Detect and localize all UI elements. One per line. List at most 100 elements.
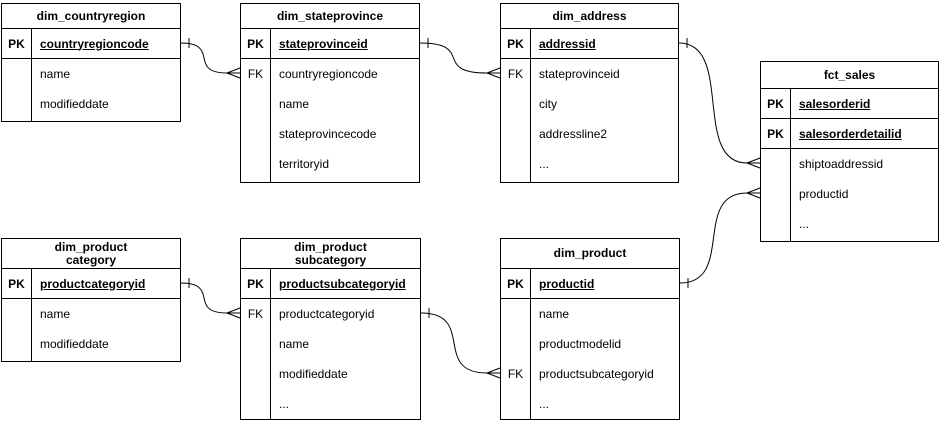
table-row: PK countryregioncode xyxy=(2,29,180,59)
primary-key-badge: PK xyxy=(501,29,531,58)
key-column-cell xyxy=(761,209,791,239)
relation-dim_address-fct_sales xyxy=(678,38,761,169)
primary-key-badge: PK xyxy=(501,269,531,298)
key-column-cell xyxy=(241,359,271,389)
key-column-cell xyxy=(501,329,531,359)
entity-title: dim_product xyxy=(501,239,679,269)
table-body-filler xyxy=(761,239,938,241)
column-name: name xyxy=(279,97,310,111)
column-name: stateprovincecode xyxy=(279,127,377,141)
entity-title: dim_product subcategory xyxy=(241,239,420,269)
foreign-key-badge: FK xyxy=(501,359,531,389)
column-name: productcategoryid xyxy=(279,307,375,321)
primary-key-badge: PK xyxy=(2,29,32,58)
column-name: productsubcategoryid xyxy=(539,367,654,381)
entity-title: dim_product category xyxy=(2,239,180,269)
crow-foot-icon xyxy=(746,157,761,169)
table-body-filler xyxy=(501,179,678,182)
column-name: addressline2 xyxy=(539,127,608,141)
key-column-cell xyxy=(2,59,32,89)
foreign-key-badge: FK xyxy=(241,299,271,329)
crow-foot-icon xyxy=(226,67,241,79)
table-row: ... xyxy=(501,149,678,179)
relation-dim_productsubcategory-dim_product xyxy=(420,308,501,379)
table-body-filler xyxy=(2,359,180,361)
table-row: FK productsubcategoryid xyxy=(501,359,679,389)
relation-dim_product-fct_sales xyxy=(679,187,761,288)
column-name: productsubcategoryid xyxy=(279,276,406,291)
relation-curve xyxy=(679,192,748,284)
foreign-key-badge: FK xyxy=(241,59,271,89)
key-column-cell xyxy=(2,299,32,329)
column-name: ... xyxy=(279,397,290,411)
crow-foot-icon xyxy=(226,307,241,319)
table-row: FK productcategoryid xyxy=(241,299,420,329)
table-row: productmodelid xyxy=(501,329,679,359)
key-column-cell xyxy=(761,149,791,179)
primary-key-badge: PK xyxy=(761,119,791,148)
key-column-cell xyxy=(501,299,531,329)
column-name: name xyxy=(40,307,71,321)
key-column-cell xyxy=(241,389,271,419)
key-column-cell xyxy=(2,329,32,359)
entity-title: dim_address xyxy=(501,4,678,29)
column-name: productid xyxy=(799,187,849,201)
table-row: name xyxy=(501,299,679,329)
crow-foot-icon xyxy=(486,367,501,379)
column-name: name xyxy=(40,67,71,81)
table-row: addressline2 xyxy=(501,119,678,149)
column-name: city xyxy=(539,97,557,111)
column-name: ... xyxy=(799,217,810,231)
column-name: countryregioncode xyxy=(40,36,149,51)
table-row: name xyxy=(2,299,180,329)
column-name: ... xyxy=(539,157,550,171)
key-column-cell xyxy=(241,329,271,359)
key-column-cell xyxy=(501,119,531,149)
relation-curve xyxy=(420,312,488,374)
relation-curve xyxy=(180,282,228,314)
column-name: modifieddate xyxy=(40,337,109,351)
table-row: modifieddate xyxy=(2,89,180,119)
relation-curve xyxy=(180,42,228,74)
table-row: PK productsubcategoryid xyxy=(241,269,420,299)
key-column-cell xyxy=(501,389,531,419)
entity-title: fct_sales xyxy=(761,62,938,89)
primary-key-badge: PK xyxy=(241,269,271,298)
key-column-cell xyxy=(241,149,271,179)
table-row: name xyxy=(241,329,420,359)
key-column-cell xyxy=(241,89,271,119)
primary-key-badge: PK xyxy=(761,89,791,118)
column-name: name xyxy=(279,337,310,351)
column-name: productcategoryid xyxy=(40,276,146,291)
key-column-cell xyxy=(501,89,531,119)
key-column-cell xyxy=(2,89,32,119)
column-name: modifieddate xyxy=(40,97,109,111)
table-row: productid xyxy=(761,179,938,209)
relation-curve xyxy=(678,42,748,164)
column-name: territoryid xyxy=(279,157,330,171)
table-row: ... xyxy=(761,209,938,239)
table-row: name xyxy=(2,59,180,89)
table-row: name xyxy=(241,89,419,119)
relation-curve xyxy=(419,42,488,74)
column-name: productid xyxy=(539,276,595,291)
table-row: PK productid xyxy=(501,269,679,299)
foreign-key-badge: FK xyxy=(501,59,531,89)
table-row: ... xyxy=(241,389,420,419)
column-name: modifieddate xyxy=(279,367,348,381)
